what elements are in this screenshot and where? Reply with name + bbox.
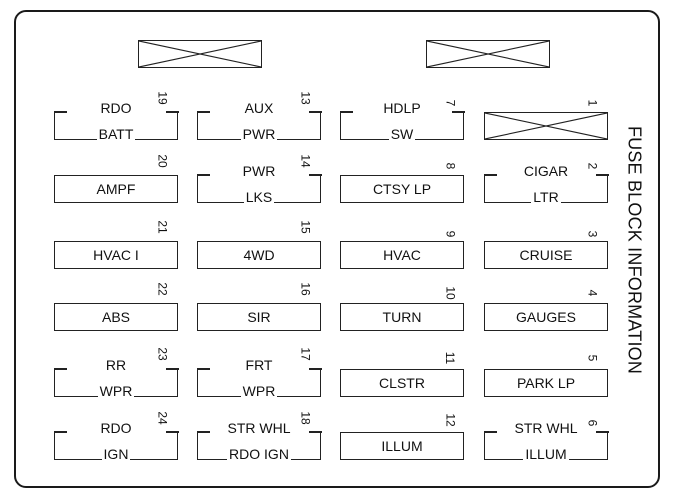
fuse-number: 7 (443, 99, 458, 107)
fuse-label-line1: AMPF (96, 181, 136, 197)
fuse-number: 6 (585, 419, 600, 427)
fuse-number: 11 (443, 351, 458, 365)
fuse-label-line1: AUX (242, 100, 276, 116)
fuse-label-line1: RDO (98, 420, 134, 436)
fuse-5: PARK LP (484, 369, 608, 397)
fuse-number: 12 (443, 413, 458, 427)
fuse-label-line1: ILLUM (381, 438, 423, 454)
spare-slot-top-left (138, 40, 262, 68)
fuse-number: 14 (298, 154, 313, 168)
fuse-number: 5 (585, 354, 600, 362)
fuse-label-line2: PWR (240, 126, 278, 142)
fuse-label-line2: SW (388, 126, 416, 142)
fuse-label-line2: WPR (240, 383, 278, 399)
fuse-23: RR WPR (53, 357, 179, 399)
fuse-7: HDLP SW (339, 100, 465, 142)
fuse-number: 15 (298, 220, 313, 234)
fuse-12: ILLUM (340, 432, 464, 460)
fuse-label-line1: PWR (240, 163, 278, 179)
fuse-10: TURN (340, 303, 464, 331)
fuse-1 (484, 112, 608, 140)
fuse-9: HVAC (340, 241, 464, 269)
fuse-11: CLSTR (340, 369, 464, 397)
fuse-label-line1: RR (103, 357, 129, 373)
fuse-number: 23 (155, 347, 170, 361)
fuse-label-line1: HDLP (381, 100, 423, 116)
fuse-16: SIR (197, 303, 321, 331)
fuse-block-title: FUSE BLOCK INFORMATION (624, 125, 645, 375)
fuse-number: 13 (298, 91, 313, 105)
fuse-label-line2: RDO IGN (227, 446, 291, 462)
fuse-label-line2: LTR (531, 189, 561, 205)
fuse-label-line2: LKS (243, 189, 275, 205)
fuse-number: 1 (585, 99, 600, 107)
fuse-number: 16 (298, 282, 313, 296)
fuse-2: CIGAR LTR (483, 163, 609, 205)
fuse-label-line1: PARK LP (516, 375, 576, 391)
fuse-label-line1: STR WHL (225, 420, 293, 436)
fuse-number: 4 (585, 289, 600, 297)
fuse-4: GAUGES (484, 303, 608, 331)
fuse-label-line2: IGN (101, 446, 131, 462)
fuse-label-line1: CTSY LP (372, 181, 432, 197)
fuse-6: STR WHL ILLUM (483, 420, 609, 462)
fuse-block-panel (14, 10, 660, 488)
fuse-number: 8 (443, 162, 458, 170)
fuse-number: 2 (585, 162, 600, 170)
fuse-13: AUX PWR (196, 100, 322, 142)
fuse-14: PWR LKS (196, 163, 322, 205)
fuse-17: FRT WPR (196, 357, 322, 399)
fuse-number: 24 (155, 411, 170, 425)
fuse-3: CRUISE (484, 241, 608, 269)
fuse-24: RDO IGN (53, 420, 179, 462)
fuse-label-line1: HVAC (383, 247, 421, 263)
spare-slot-top-right (426, 40, 550, 68)
fuse-number: 20 (155, 154, 170, 168)
fuse-number: 3 (585, 230, 600, 238)
fuse-label-line1: 4WD (243, 247, 275, 263)
fuse-8: CTSY LP (340, 175, 464, 203)
fuse-label-line1: TURN (382, 309, 422, 325)
fuse-label-line2: WPR (97, 383, 135, 399)
fuse-label-line2: ILLUM (523, 446, 569, 462)
fuse-label-line1: STR WHL (512, 420, 580, 436)
empty-slot-x-mark (427, 41, 549, 67)
fuse-number: 22 (155, 282, 170, 296)
fuse-18: STR WHL RDO IGN (196, 420, 322, 462)
fuse-label-line1: GAUGES (516, 309, 576, 325)
fuse-number: 9 (443, 230, 458, 238)
fuse-21: HVAC I (54, 241, 178, 269)
fuse-label-line1: CIGAR (521, 163, 571, 179)
fuse-label-line1: CLSTR (379, 375, 425, 391)
fuse-20: AMPF (54, 175, 178, 203)
fuse-label-line1: CRUISE (519, 247, 573, 263)
fuse-15: 4WD (197, 241, 321, 269)
fuse-label-line1: ABS (101, 309, 130, 325)
fuse-19: RDO BATT (53, 100, 179, 142)
fuse-number: 21 (155, 220, 170, 234)
fuse-number: 19 (155, 91, 170, 105)
fuse-number: 17 (298, 347, 313, 361)
fuse-label-line1: RDO (98, 100, 134, 116)
empty-slot-x-mark (139, 41, 261, 67)
fuse-label-line1: SIR (247, 309, 271, 325)
fuse-number: 10 (443, 286, 458, 300)
empty-slot-x-mark (485, 113, 607, 139)
fuse-number: 18 (298, 411, 313, 425)
fuse-label-line1: FRT (243, 357, 275, 373)
fuse-label-line1: HVAC I (93, 247, 139, 263)
fuse-label-line2: BATT (96, 126, 136, 142)
fuse-22: ABS (54, 303, 178, 331)
